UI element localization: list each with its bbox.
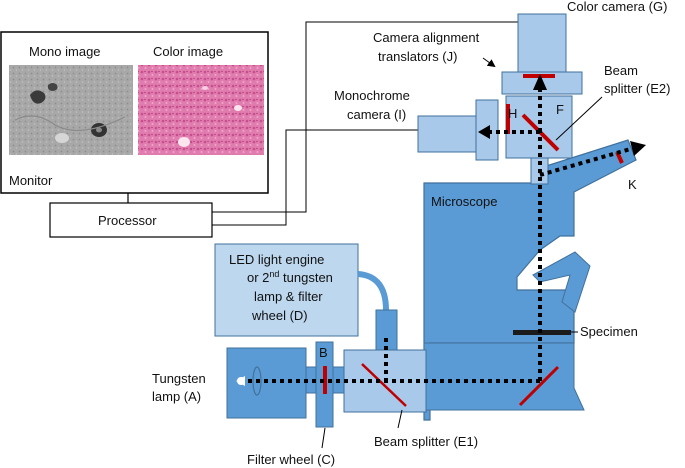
led-label-1: LED light engine <box>229 252 324 267</box>
led-box <box>214 243 359 337</box>
filter-wheel-label: Filter wheel (C) <box>247 452 335 467</box>
beam-splitter-e1-label: Beam splitter (E1) <box>374 434 478 449</box>
beam-splitter-e1-pointer <box>397 409 403 429</box>
arrow-to-color-camera <box>533 74 547 90</box>
specimen-label: Specimen <box>580 324 638 339</box>
tungsten-lamp-label-1: Tungsten <box>152 371 206 386</box>
mono-camera-label-2: camera (I) <box>347 107 406 122</box>
mono-camera <box>417 115 477 153</box>
light-path <box>248 88 635 383</box>
cable-to-color-camera <box>212 21 518 213</box>
color-camera-body <box>517 13 567 73</box>
led-light-engine: LED light engine or 2nd tungsten lamp & … <box>214 243 398 351</box>
beam-splitter-e2-label-2: splitter (E2) <box>604 81 670 96</box>
tungsten-lamp-label-2: lamp (A) <box>152 389 201 404</box>
arrow-to-mono-camera <box>478 125 490 139</box>
marker-k-label: K <box>628 177 637 192</box>
filter-h-label: H <box>508 106 517 121</box>
led-label-3: lamp & filter <box>254 289 323 304</box>
cable-to-mono-camera <box>212 129 418 226</box>
color-camera-label: Color camera (G) <box>567 0 667 14</box>
monitor-label: Monitor <box>9 173 53 188</box>
marker-b-label: B <box>319 345 328 360</box>
filter-b <box>323 366 327 394</box>
stage-arm <box>532 251 591 313</box>
filter-f <box>523 74 555 78</box>
filter-h <box>506 104 510 134</box>
translators-label-2: translators (J) <box>378 49 457 64</box>
color-image-title: Color image <box>153 44 223 59</box>
led-label-4: wheel (D) <box>251 308 308 323</box>
microscope-mirror <box>518 365 560 407</box>
mono-image-title: Mono image <box>29 44 101 59</box>
monitor: Mono image Color image Monitor <box>0 31 269 194</box>
color-camera: Color camera (G) <box>517 0 667 73</box>
translators-pointer <box>482 57 496 68</box>
filter-wheel-pointer <box>321 427 326 449</box>
translators-label-1: Camera alignment <box>373 30 480 45</box>
lamp-lens <box>252 366 262 396</box>
microscope-label: Microscope <box>431 194 497 209</box>
filter-f-label: F <box>556 102 564 117</box>
led-label-2: or 2nd tungsten <box>247 269 333 285</box>
mono-camera-label-1: Monochrome <box>334 88 410 103</box>
mono-camera-body <box>417 115 477 153</box>
mono-image <box>9 65 133 155</box>
processor-box <box>49 202 213 238</box>
processor: Processor <box>49 202 213 238</box>
beam-splitter-e2-pointer <box>555 96 603 141</box>
beam-splitter-e1-mirror <box>361 363 407 407</box>
beam-splitter-e2-label-1: Beam <box>604 63 638 78</box>
color-image <box>138 65 264 155</box>
led-collimator <box>375 309 398 351</box>
arrow-to-eyepiece <box>630 141 646 156</box>
light-guide <box>357 271 389 311</box>
microscope-body: Microscope <box>423 139 637 421</box>
processor-label: Processor <box>98 213 157 228</box>
